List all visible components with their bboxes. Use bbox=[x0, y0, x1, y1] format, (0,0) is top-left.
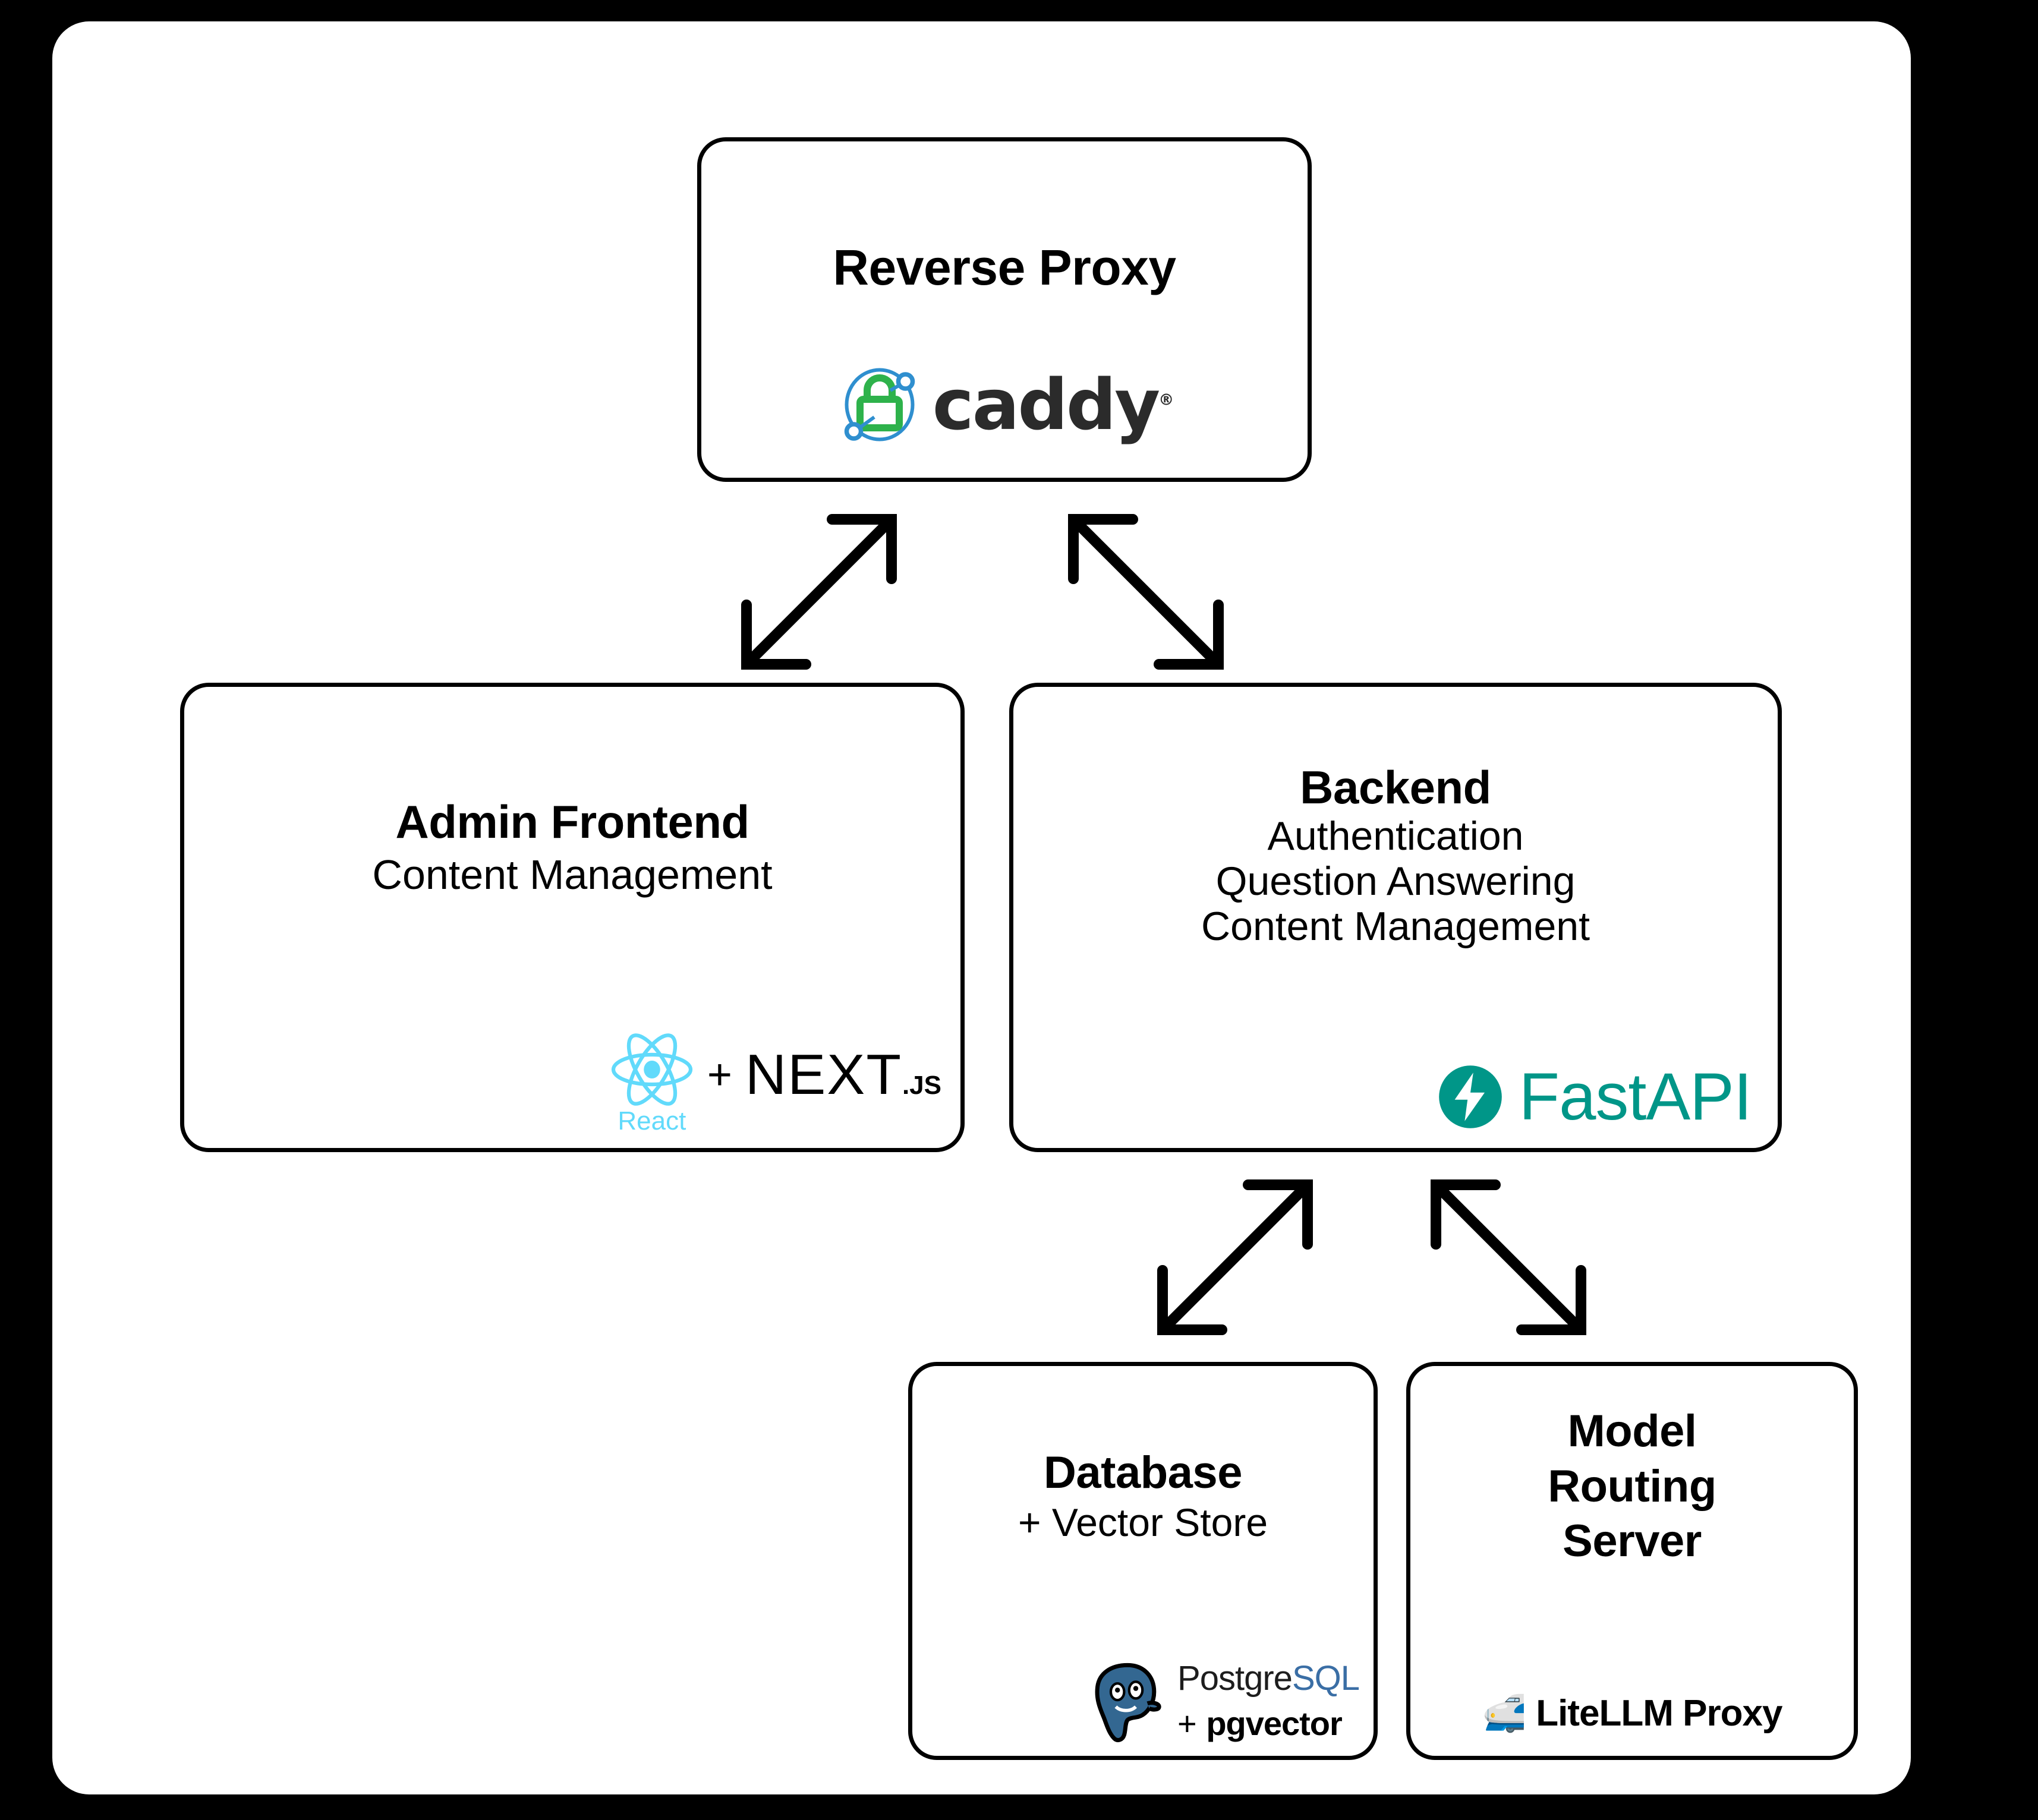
model-router-text: Model Routing Server bbox=[1410, 1404, 1854, 1569]
nextjs-wordmark: NEXT bbox=[745, 1043, 902, 1106]
fastapi-logo: FastAPI bbox=[1435, 1061, 1752, 1133]
pgvector-label: + pgvector bbox=[1177, 1704, 1343, 1743]
pgvector-plus-symbol: + bbox=[1177, 1704, 1197, 1742]
backend-feature-authentication: Authentication bbox=[1267, 813, 1524, 859]
connector-backend-database bbox=[1157, 1179, 1313, 1335]
caddy-wordmark-text: caddy bbox=[932, 364, 1160, 446]
frontend-logos-wrap: React + NEXT.JS bbox=[607, 1029, 941, 1136]
node-database[interactable]: Database + Vector Store bbox=[908, 1362, 1378, 1760]
litellm-logo-wrap: 🚅 LiteLLM Proxy bbox=[1410, 1692, 1854, 1734]
backend-feature-content-management: Content Management bbox=[1201, 903, 1590, 949]
postgresql-logo: PostgreSQL + pgvector bbox=[1086, 1658, 1360, 1745]
bullet-train-icon: 🚅 bbox=[1482, 1693, 1527, 1733]
nextjs-logo: NEXT.JS bbox=[745, 1042, 941, 1108]
admin-frontend-subtitle: Content Management bbox=[372, 851, 773, 898]
reverse-proxy-text: Reverse Proxy bbox=[701, 241, 1308, 294]
caddy-logo: caddy® bbox=[835, 360, 1174, 449]
connector-reverse-proxy-admin-frontend bbox=[741, 514, 897, 670]
database-title: Database bbox=[1044, 1447, 1242, 1498]
node-backend[interactable]: Backend Authentication Question Answerin… bbox=[1009, 683, 1782, 1152]
react-label: React bbox=[618, 1106, 686, 1135]
react-atom-icon bbox=[611, 1033, 692, 1106]
postgres-logo-wrap: PostgreSQL + pgvector bbox=[1086, 1658, 1360, 1745]
fastapi-logo-wrap: FastAPI bbox=[1435, 1061, 1752, 1133]
database-text: Database + Vector Store bbox=[912, 1449, 1374, 1544]
node-model-routing-server[interactable]: Model Routing Server 🚅 LiteLLM Proxy bbox=[1406, 1362, 1858, 1760]
postgres-word-dark: Postgre bbox=[1177, 1658, 1293, 1698]
model-router-title-line-2: Routing bbox=[1548, 1461, 1716, 1512]
litellm-logo: 🚅 LiteLLM Proxy bbox=[1482, 1692, 1783, 1734]
model-router-title-line-1: Model bbox=[1567, 1406, 1697, 1456]
database-subtitle: + Vector Store bbox=[1018, 1500, 1268, 1544]
frontend-plus-symbol: + bbox=[707, 1051, 732, 1099]
fastapi-bolt-icon bbox=[1438, 1065, 1502, 1128]
backend-feature-question-answering: Question Answering bbox=[1215, 858, 1576, 904]
pgvector-name: pgvector bbox=[1206, 1704, 1342, 1742]
nextjs-suffix: .JS bbox=[902, 1071, 941, 1100]
postgresql-wordmark: PostgreSQL bbox=[1177, 1658, 1360, 1698]
admin-frontend-text: Admin Frontend Content Management bbox=[184, 797, 960, 898]
fastapi-wordmark: FastAPI bbox=[1519, 1059, 1752, 1134]
reverse-proxy-title: Reverse Proxy bbox=[833, 239, 1176, 295]
node-reverse-proxy[interactable]: Reverse Proxy bbox=[697, 137, 1312, 482]
caddy-wordmark: caddy® bbox=[933, 370, 1174, 440]
react-next-logo-row: React + NEXT.JS bbox=[607, 1029, 941, 1136]
react-logo: React bbox=[607, 1029, 697, 1136]
caddy-mark-icon bbox=[844, 368, 915, 441]
connector-backend-model-router bbox=[1431, 1179, 1586, 1335]
postgres-elephant-icon bbox=[1095, 1663, 1161, 1742]
model-router-title-line-3: Server bbox=[1563, 1516, 1702, 1567]
diagram-page: Reverse Proxy bbox=[52, 21, 1911, 1794]
node-admin-frontend[interactable]: Admin Frontend Content Management bbox=[180, 683, 965, 1152]
caddy-logo-wrap: caddy® bbox=[701, 360, 1308, 449]
caddy-trademark-icon: ® bbox=[1158, 391, 1174, 409]
litellm-wordmark: LiteLLM Proxy bbox=[1536, 1693, 1782, 1734]
postgres-text-block: PostgreSQL + pgvector bbox=[1177, 1658, 1360, 1743]
admin-frontend-title: Admin Frontend bbox=[395, 796, 749, 848]
backend-title: Backend bbox=[1300, 761, 1491, 813]
connector-reverse-proxy-backend bbox=[1068, 514, 1224, 670]
backend-text: Backend Authentication Question Answerin… bbox=[1013, 763, 1778, 949]
postgres-word-sql: SQL bbox=[1292, 1658, 1360, 1698]
